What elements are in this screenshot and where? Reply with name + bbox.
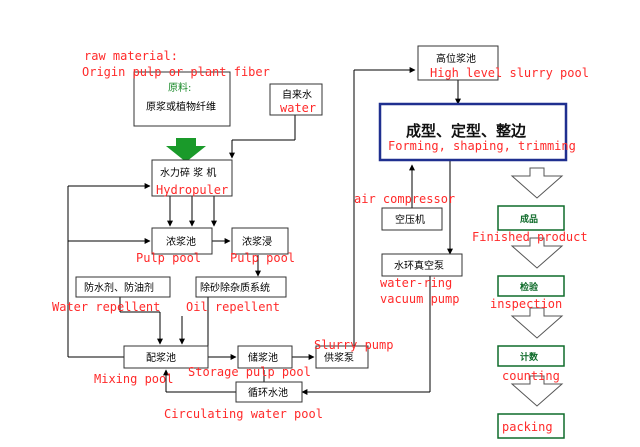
mixing-zh: 配浆池 [146,351,176,364]
forming-en: Forming, shaping, trimming [388,139,576,153]
vacuum-en-1: water-ring [380,276,452,290]
storage-pool-box [237,345,293,369]
down-arrow [510,375,564,407]
desand-box [195,276,287,298]
raw-material-zh-title: 原料: [168,81,191,94]
raw-material-en: Origin pulp or plant fiber [82,65,270,79]
water-box [269,83,323,116]
inspection-zh: 检验 [520,281,539,293]
finished-product-box [497,205,565,231]
repellent-en: Water repellent [52,300,160,314]
desand-zh: 除砂除杂质系统 [200,281,270,294]
finished-en: Finished product [472,230,588,244]
counting-en: counting [502,369,560,383]
green-down-arrow [166,138,206,162]
pulp-pool-1-zh: 浓浆池 [166,235,196,248]
inspection-en: inspection [490,297,562,311]
down-arrow [510,237,564,269]
repellent-zh: 防水剂、防油剂 [84,281,154,294]
vacuum-en-2: vacuum pump [380,292,459,306]
circulating-pool-box [235,381,303,403]
air-compressor-zh: 空压机 [395,213,425,226]
slurry-pump-en: Slurry pump [314,338,393,352]
mixing-pool-box [123,345,209,369]
high-level-pool-box [417,45,499,81]
vacuum-pump-box [381,253,463,277]
circulating-en: Circulating water pool [164,407,323,421]
water-zh: 自来水 [282,88,312,101]
pulp-pool-1-en: Pulp pool [136,251,201,265]
hydropulper-en: Hydropuler [156,183,228,197]
down-arrow [510,167,564,199]
storage-zh: 储浆池 [248,351,278,364]
pulp-pool-2-box [231,227,289,255]
air-compressor-en: air compressor [354,192,455,206]
inspection-box [497,275,565,297]
forming-box [378,102,568,162]
vacuum-zh: 水环真空泵 [394,259,444,272]
hydropulper-box [151,159,233,197]
desand-en: Oil repellent [186,300,280,314]
packing-en: packing [502,420,553,434]
water-en: water [280,101,316,115]
repellent-box [75,276,171,298]
storage-en: Storage pulp pool [188,365,311,379]
slurry-pump-box [315,345,369,369]
high-level-zh: 高位浆池 [436,52,476,65]
air-compressor-box [381,207,443,231]
pulp-pool-2-en: Pulp pool [230,251,295,265]
slurry-pump-zh: 供浆泵 [324,351,354,364]
pulp-pool-1-box [151,227,213,255]
raw-material-box [133,71,231,127]
mixing-en: Mixing pool [94,372,173,386]
packing-box [497,413,565,439]
hydropulper-zh: 水力碎 浆 机 [160,166,216,179]
raw-material-en-title: raw material: [84,49,178,63]
finished-zh: 成品 [520,213,538,225]
counting-box [497,345,565,367]
counting-zh: 计数 [520,351,539,363]
flow-connectors [67,67,461,395]
forming-zh: 成型、定型、整边 [406,122,527,140]
circulating-zh: 循环水池 [248,386,288,399]
pulp-pool-2-zh: 浓浆浸 [242,235,272,248]
high-level-en: High level slurry pool [430,66,589,80]
process-step-arrows [510,167,564,407]
raw-material-zh: 原浆或植物纤维 [146,100,216,113]
down-arrow [510,307,564,339]
